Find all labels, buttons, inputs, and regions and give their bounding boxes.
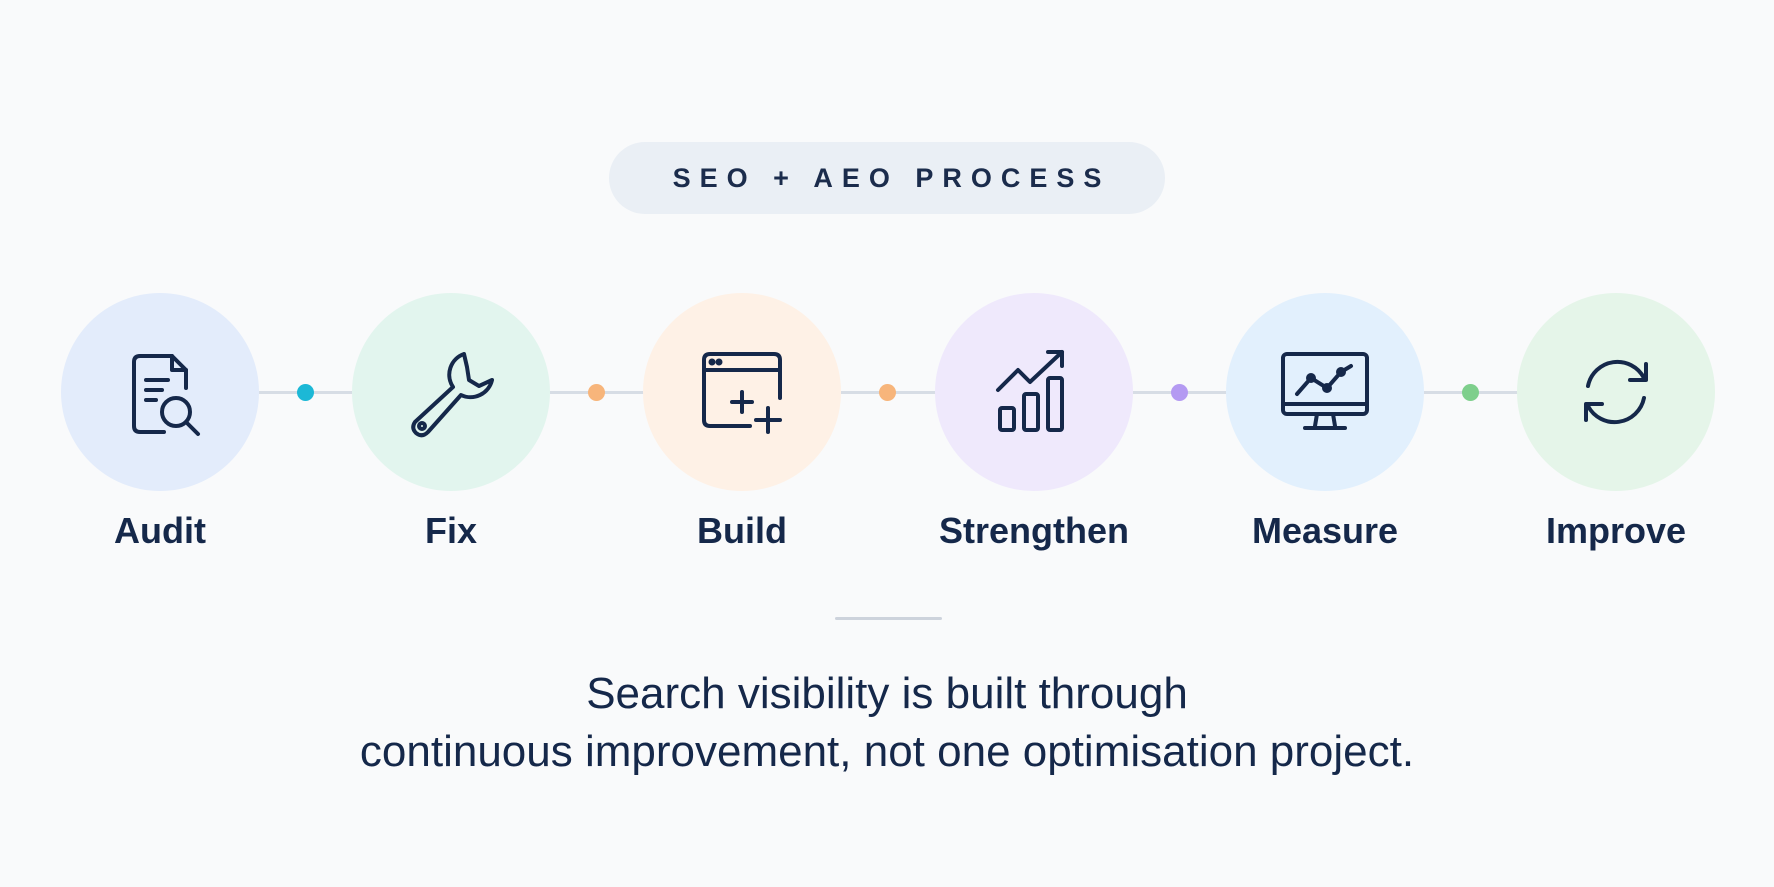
tagline-line-1: Search visibility is built through — [586, 669, 1188, 718]
step-improve-circle — [1517, 293, 1715, 491]
refresh-cycle-icon — [1584, 359, 1648, 425]
process-title: SEO + AEO PROCESS — [672, 162, 1111, 193]
section-divider — [835, 617, 942, 620]
wrench-icon — [411, 352, 494, 438]
step-fix-label: Fix — [424, 510, 477, 551]
browser-add-icon — [702, 352, 782, 434]
step-measure-label: Measure — [1251, 510, 1399, 551]
step-improve-label: Improve — [1545, 510, 1687, 551]
step-fix-circle — [352, 293, 550, 491]
step-audit-circle — [61, 293, 259, 491]
step-build-circle — [643, 293, 841, 491]
step-strengthen-circle — [935, 293, 1133, 491]
tagline: Search visibility is built through conti… — [187, 665, 1587, 781]
tagline-line-2: continuous improvement, not one optimisa… — [359, 727, 1415, 776]
connector-dot — [588, 384, 605, 401]
connector-dot — [1462, 384, 1479, 401]
step-measure-circle — [1226, 293, 1424, 491]
step-strengthen-label: Strengthen — [938, 510, 1129, 551]
connector-dot — [1171, 384, 1188, 401]
connector-dot — [297, 384, 314, 401]
connector-dot — [879, 384, 896, 401]
document-search-icon — [132, 354, 200, 436]
monitor-chart-icon — [1281, 352, 1369, 430]
step-build-label: Build — [697, 510, 787, 551]
step-audit-label: Audit — [114, 510, 206, 551]
process-title-pill: SEO + AEO PROCESS — [609, 142, 1165, 214]
growth-chart-icon — [996, 350, 1064, 432]
